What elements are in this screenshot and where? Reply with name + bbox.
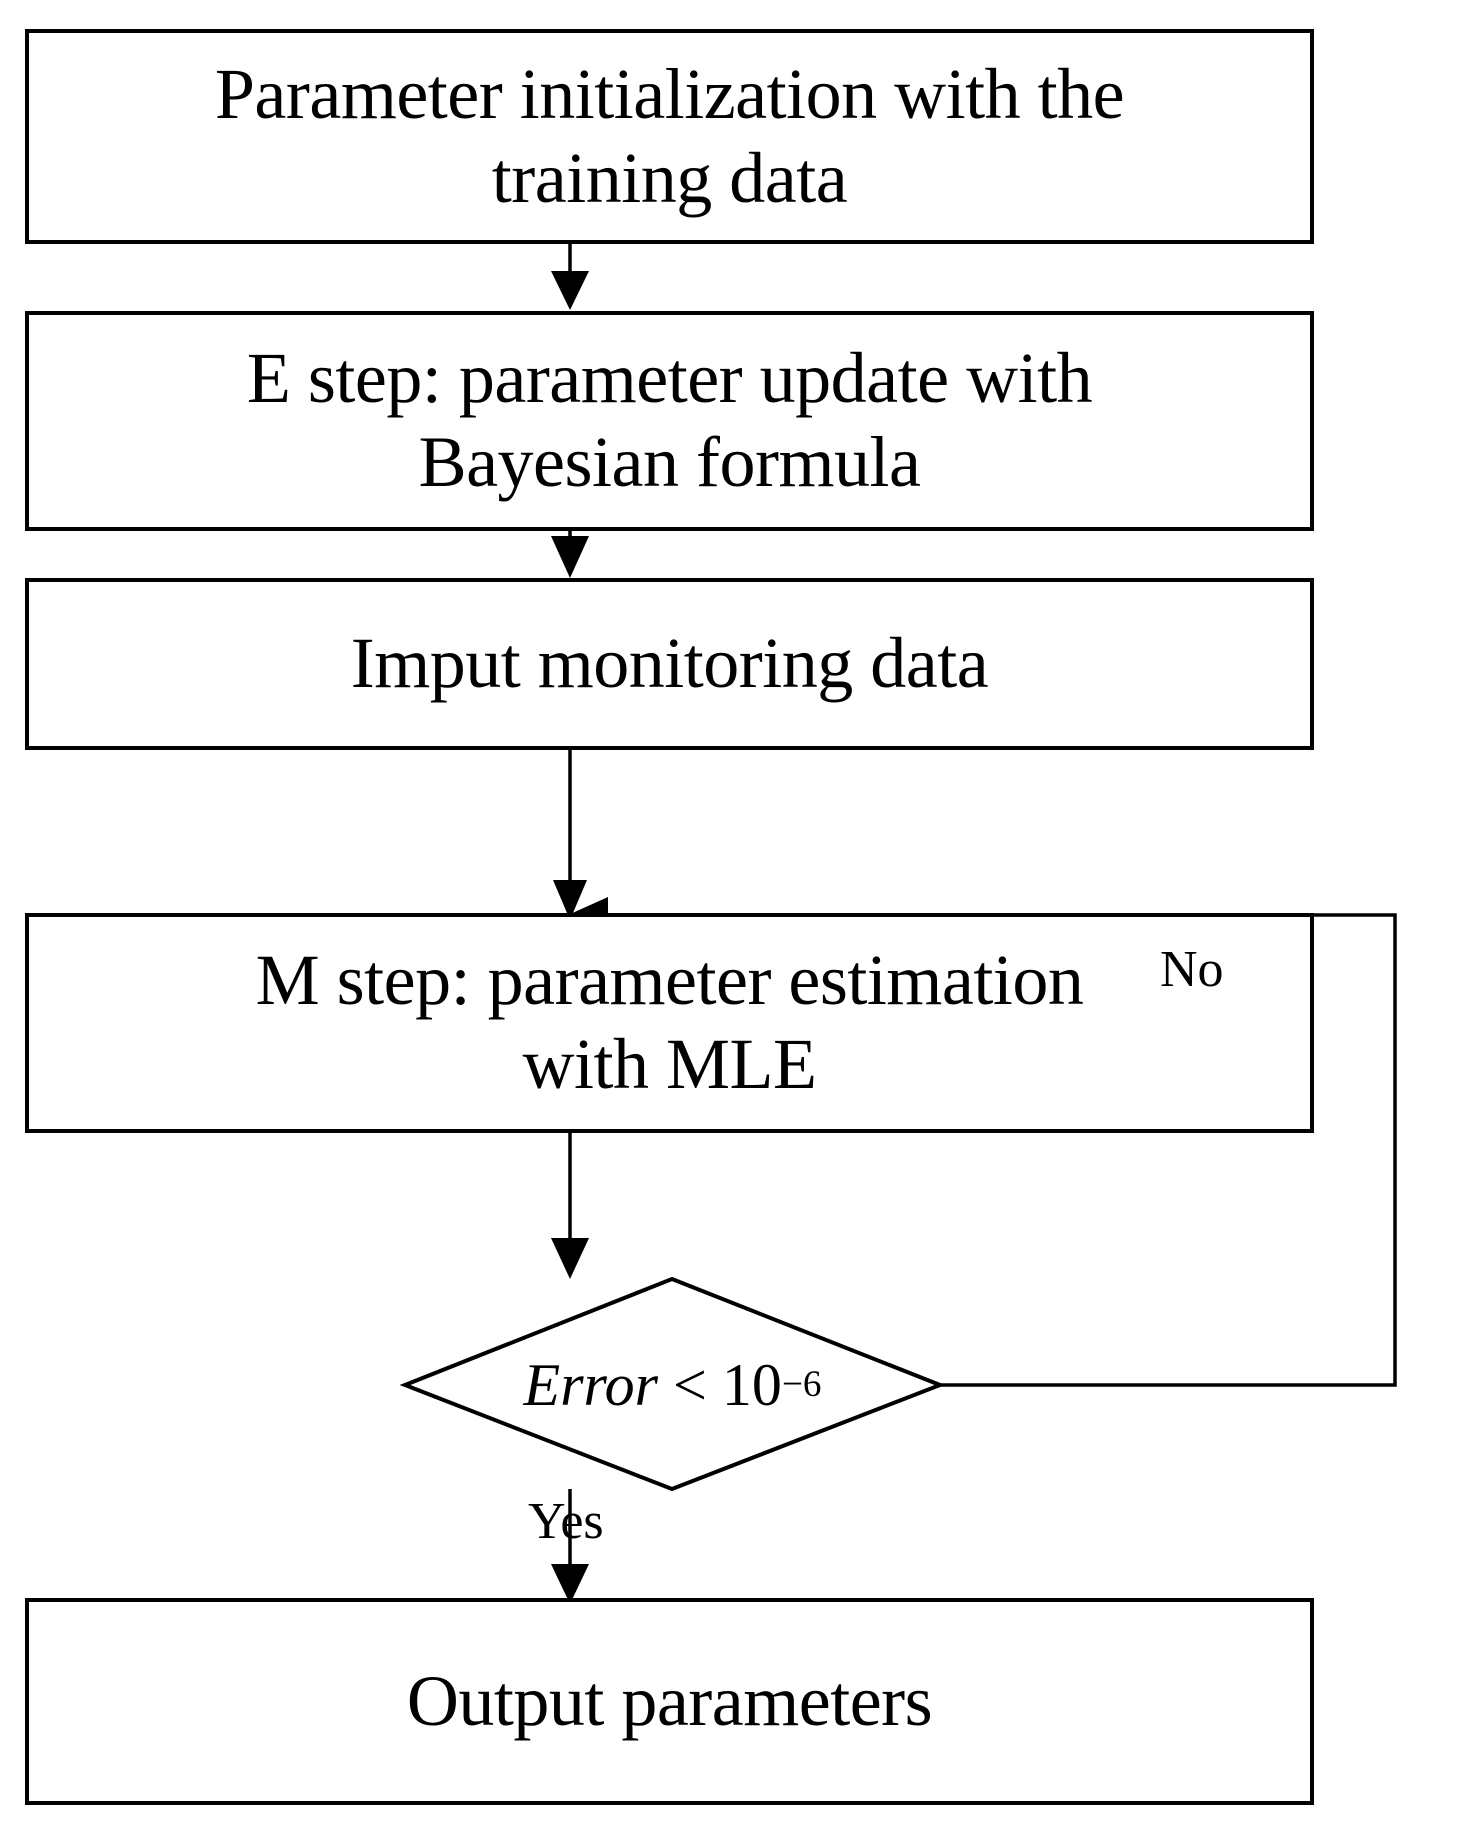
node-e-step-label: E step: parameter update with Bayesian f… bbox=[246, 338, 1093, 502]
node-m-step[interactable] bbox=[25, 913, 1314, 1133]
decision-label-operator: < bbox=[673, 1351, 707, 1418]
edge-label-yes: Yes bbox=[528, 1493, 604, 1550]
node-decision-error-threshold-label: Error < 10−6 bbox=[523, 1351, 822, 1420]
edge-mstep-to-decision-arrowhead bbox=[551, 1238, 589, 1279]
node-output-parameters[interactable] bbox=[25, 1598, 1314, 1805]
node-parameter-initialization[interactable] bbox=[25, 29, 1314, 244]
decision-label-italic-error: Error bbox=[523, 1351, 659, 1418]
node-output-parameters-label: Output parameters bbox=[406, 1660, 933, 1741]
node-m-step-label: M step: parameter estimation with MLE bbox=[255, 940, 1084, 1104]
decision-label-spacer bbox=[658, 1351, 673, 1420]
node-parameter-initialization-label: Parameter initialization with the traini… bbox=[214, 53, 1125, 218]
node-decision-error-threshold[interactable] bbox=[399, 1276, 946, 1492]
edge-estep-to-input-arrowhead bbox=[551, 536, 589, 578]
edge-init-to-estep-arrowhead bbox=[551, 271, 589, 310]
decision-label-spacer2 bbox=[707, 1351, 722, 1420]
node-imput-monitoring-data[interactable] bbox=[25, 578, 1314, 750]
edge-yes-arrowhead bbox=[551, 1564, 589, 1604]
edge-input-to-mstep-arrowhead bbox=[553, 880, 587, 920]
edge-label-no: No bbox=[1160, 941, 1224, 998]
node-e-step[interactable] bbox=[25, 311, 1314, 531]
node-imput-monitoring-data-label: Imput monitoring data bbox=[350, 623, 989, 704]
decision-label-base: 10 bbox=[721, 1351, 782, 1418]
